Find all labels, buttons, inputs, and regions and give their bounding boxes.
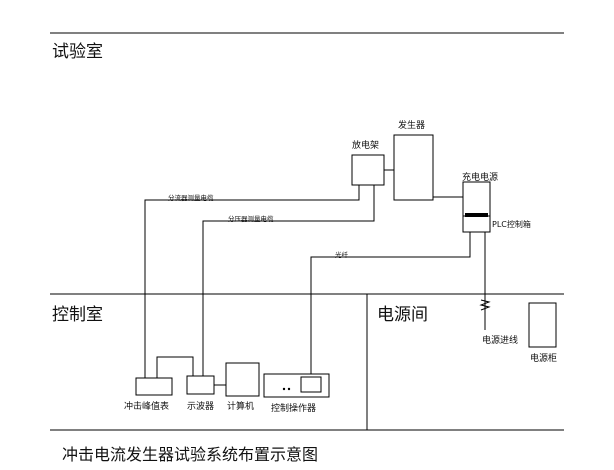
shunt-cable: [144, 185, 360, 378]
diagram-caption: 冲击电流发生器试验系统布置示意图: [62, 445, 319, 464]
charging-supply-box: [462, 181, 491, 217]
computer-box: [225, 362, 260, 397]
operator-knob-icon: [287, 387, 291, 391]
label-power-cabinet: 电源柜: [530, 354, 558, 364]
label-fiber: 光纤: [335, 251, 348, 259]
room-label-control: 控制室: [52, 305, 103, 325]
divider-cable: [202, 185, 375, 376]
label-power-inlet: 电源进线: [482, 336, 519, 346]
oscilloscope-box: [186, 375, 215, 395]
power-cabinet-box: [528, 302, 557, 348]
label-shunt-cable: 分流器测量电缆: [168, 194, 214, 202]
label-computer: 计算机: [227, 402, 255, 412]
room-label-power: 电源间: [377, 305, 428, 325]
label-discharge-frame: 放电架: [352, 141, 380, 151]
label-oscilloscope: 示波器: [187, 402, 215, 412]
peak-meter-box: [135, 377, 173, 396]
cable-break-mark: [479, 299, 491, 311]
plc-box: [462, 215, 491, 233]
label-control-operator: 控制操作器: [271, 404, 317, 414]
label-generator: 发生器: [398, 121, 426, 131]
label-plc-box: PLC控制箱: [492, 220, 531, 229]
meter-scope-link: [156, 356, 194, 378]
control-operator-box: [263, 373, 330, 398]
label-peak-meter: 冲击峰值表: [124, 402, 170, 412]
discharge-frame-box: [351, 154, 385, 186]
room-label-lab: 试验室: [52, 42, 103, 62]
label-charging-supply: 充电电源: [462, 173, 499, 183]
fiber-cable: [310, 232, 471, 374]
generator-box: [393, 134, 434, 201]
control-operator-panel: [300, 376, 322, 393]
operator-knob-icon: [282, 387, 286, 391]
label-divider-cable: 分压器测量电缆: [228, 215, 274, 223]
charging-supply-bar: [465, 213, 488, 217]
